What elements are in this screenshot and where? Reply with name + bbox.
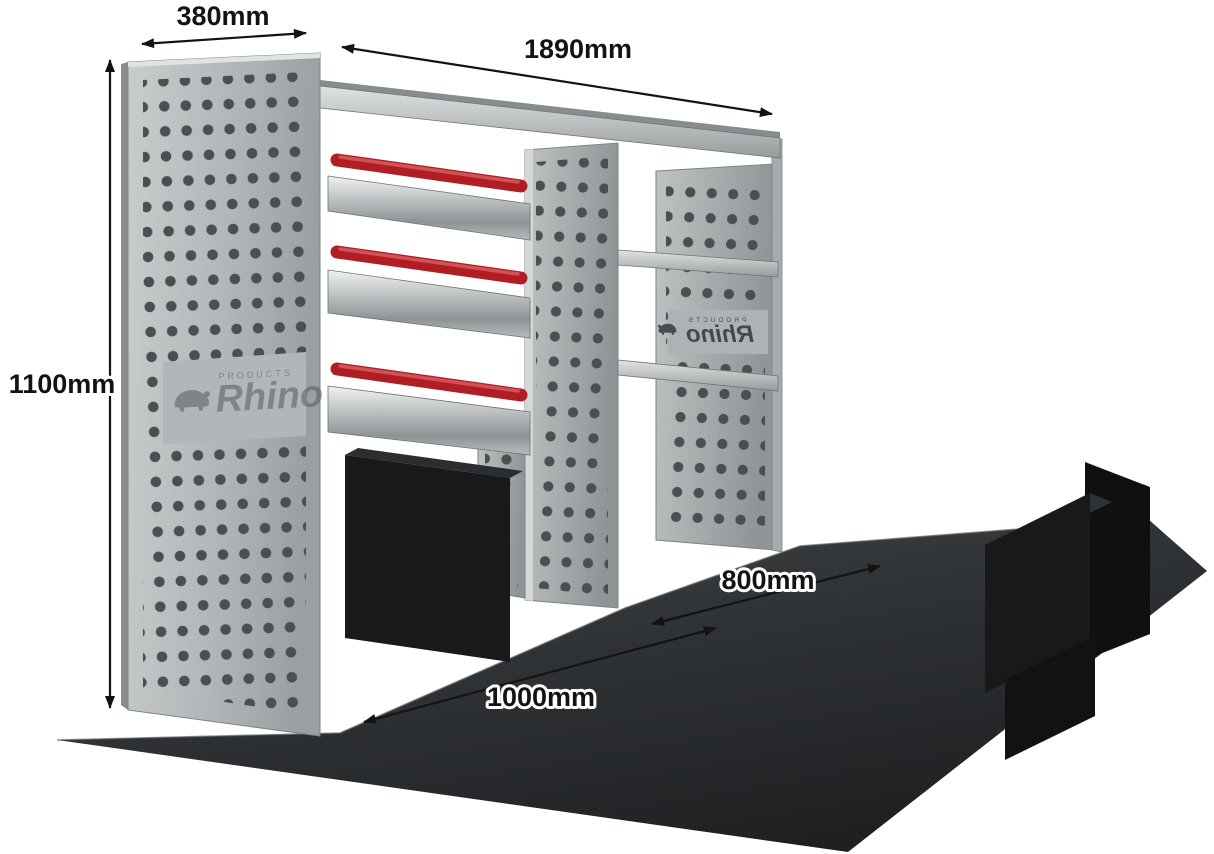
dimension-length-arrow	[341, 43, 773, 118]
wheel-arch-fin	[1085, 462, 1150, 660]
rhino-silhouette-icon	[174, 390, 210, 412]
racking-unit: Rhino PRODUCTS	[121, 52, 783, 737]
rhino-logo-name: Rhino	[215, 373, 325, 421]
end-panel-right-logo-zone	[668, 310, 768, 354]
dimension-depth-arrow	[141, 28, 307, 49]
middle-panel-front-flange	[525, 149, 533, 601]
shelf-2-bar-highlight	[338, 247, 520, 276]
shelf-3-channel	[327, 385, 531, 456]
end-panel-left-logo-zone	[163, 352, 306, 444]
top-rail-face	[319, 85, 781, 159]
end-panel-left-top-edge	[128, 53, 320, 67]
dimension-height: 1100mm	[6, 59, 118, 709]
left-bay-shelves	[327, 153, 531, 456]
rhino-logo-reversed-name: Rhino	[686, 321, 754, 348]
dimension-right-module-label: 800mm	[721, 565, 814, 595]
wheel-arch-step	[1005, 636, 1095, 760]
floor-mat-back-edge-highlight	[56, 518, 1149, 741]
dimension-right-module: 800mm	[651, 562, 881, 626]
dimension-left-module-label: 1000mm	[487, 682, 595, 712]
shelf-3-bar-highlight	[338, 364, 520, 393]
dimension-length-label: 1890mm	[524, 34, 632, 64]
wheel-arch-front-face	[985, 493, 1090, 693]
wheel-arch-box-left	[345, 448, 523, 662]
shelf-3-bar	[330, 362, 528, 402]
end-panel-left: Rhino PRODUCTS	[121, 52, 325, 737]
rhino-silhouette-icon	[657, 323, 677, 335]
dimension-height-label: 1100mm	[9, 369, 116, 399]
dimension-annotations: 380mm 1890mm 1100mm 800mm 1000mm	[6, 0, 881, 724]
shelf-1-bar-highlight	[338, 155, 520, 184]
shelf-1-channel	[327, 175, 531, 241]
middle-panel	[524, 142, 619, 609]
dimension-depth-label: 380mm	[176, 1, 269, 31]
middle-panel-perforations	[536, 156, 608, 596]
wheel-arch-box-left-front	[345, 455, 510, 662]
dimension-right-module-arrow	[651, 564, 881, 626]
shelf-2-bar	[330, 245, 528, 285]
shelf-2-channel	[327, 269, 531, 339]
right-bay-shelf-rail-1	[617, 249, 779, 278]
rhino-logo-tagline: PRODUCTS	[218, 368, 293, 382]
top-rail	[319, 80, 781, 159]
end-panel-right: Rhino PRODUCTS	[655, 138, 783, 553]
dimension-length: 1890mm	[341, 31, 773, 118]
right-bay-shelf-rail-2	[617, 359, 779, 392]
rhino-logo-reversed: Rhino PRODUCTS	[657, 317, 754, 348]
dimension-left-module-arrow	[363, 626, 717, 724]
end-panel-right-perforations	[666, 176, 765, 538]
right-bay-shelves	[617, 249, 779, 392]
end-panel-right-corner-post	[771, 138, 783, 553]
shelf-1-bar	[330, 153, 528, 193]
end-panel-left-edge	[121, 62, 128, 710]
wheel-arch-cover-right	[985, 462, 1150, 760]
dimension-left-module: 1000mm	[363, 626, 717, 724]
rhino-logo-embossed: Rhino PRODUCTS	[174, 368, 325, 421]
wheel-arch-box-left-top	[345, 448, 523, 478]
dimension-depth: 380mm	[141, 0, 307, 49]
rhino-logo-reversed-tagline: PRODUCTS	[686, 317, 746, 324]
